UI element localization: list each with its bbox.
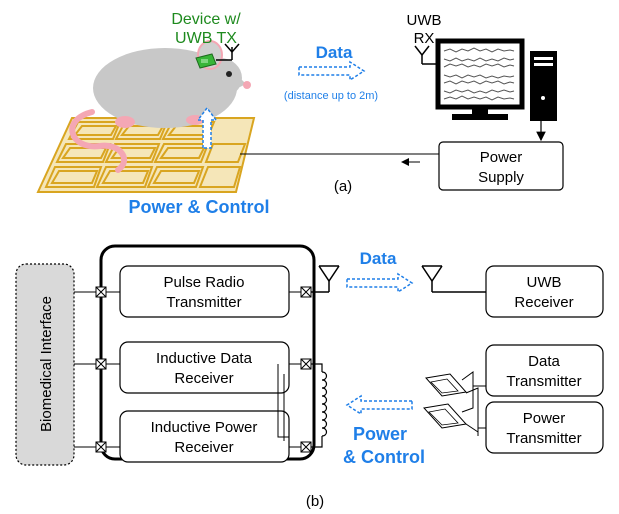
data-tx-line1: Data xyxy=(528,353,560,370)
data-arrow-top xyxy=(298,60,366,82)
power-tx-line1: Power xyxy=(523,410,566,427)
power-supply-line2: Supply xyxy=(478,169,524,186)
external-coils xyxy=(423,373,467,429)
rx-label-line1: UWB xyxy=(407,12,442,29)
pulse-radio-line2: Transmitter xyxy=(166,294,241,311)
rx-label-line2: RX xyxy=(414,30,435,47)
biomedical-interface-label: Biomedical Interface xyxy=(38,296,55,432)
inductive-data-line2: Receiver xyxy=(174,370,233,387)
device-label-line2: UWB TX xyxy=(175,30,237,47)
receiver-antenna-icon xyxy=(421,265,486,293)
data-label-top: Data xyxy=(316,43,353,62)
data-label-bottom: Data xyxy=(360,249,397,268)
inductive-power-line2: Receiver xyxy=(174,439,233,456)
uwb-receiver-line1: UWB xyxy=(527,274,562,291)
power-control-line1: Power xyxy=(353,424,407,444)
device-label-line1: Device w/ xyxy=(171,11,241,28)
inductive-power-line1: Inductive Power xyxy=(151,419,258,436)
rx-antenna-icon xyxy=(414,45,438,65)
inductive-data-box xyxy=(119,341,290,394)
power-supply-box xyxy=(438,141,564,191)
caption-a: (a) xyxy=(334,178,352,195)
power-up-arrow xyxy=(196,106,218,149)
monitor-icon xyxy=(435,38,525,120)
antenna-icon xyxy=(216,43,240,61)
inductive-data-line1: Inductive Data xyxy=(156,350,253,367)
power-control-line2: & Control xyxy=(343,447,425,467)
power-arrow-bottom xyxy=(345,394,413,416)
caption-b: (b) xyxy=(306,493,324,510)
coil-grid xyxy=(36,117,256,193)
power-tx-line2: Transmitter xyxy=(506,430,581,447)
internal-wires xyxy=(277,291,301,448)
implant-antenna-icon xyxy=(311,265,340,293)
data-arrow-bottom xyxy=(346,272,414,294)
power-transmitter-box xyxy=(485,401,604,454)
external-coil-wires xyxy=(461,371,486,436)
uwb-receiver-line2: Receiver xyxy=(514,294,573,311)
uwb-receiver-box xyxy=(485,265,604,318)
distance-note: (distance up to 2m) xyxy=(284,90,378,102)
implant-coil-icon xyxy=(311,363,328,448)
biomedical-interface-box: Biomedical Interface xyxy=(15,263,75,466)
device-chip xyxy=(195,53,217,69)
data-tx-line2: Transmitter xyxy=(506,373,581,390)
pc-tower-icon xyxy=(530,51,557,121)
data-transmitter-box xyxy=(485,344,604,397)
power-supply-line1: Power xyxy=(480,149,523,166)
pulse-radio-line1: Pulse Radio xyxy=(164,274,245,291)
power-control-label-top: Power & Control xyxy=(128,197,269,217)
